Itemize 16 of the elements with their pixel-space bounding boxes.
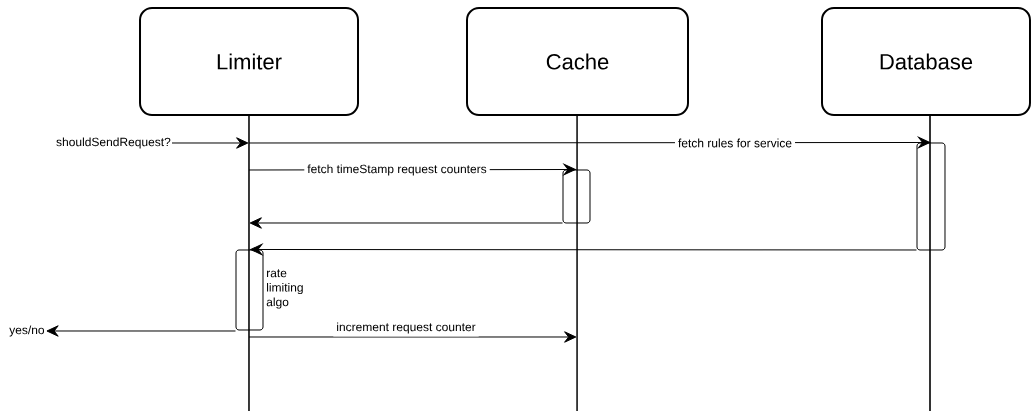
edge-label: fetch timeStamp request counters [304,161,490,179]
activation-bar [916,142,946,251]
message-text: shouldSendRequest? [56,137,171,149]
edge-label: fetch rules for service [675,135,795,151]
message-arrow [171,137,249,149]
edge-label: increment request counter [333,319,479,337]
participant-box: Limiter [139,7,359,116]
message-arrow [250,243,917,256]
note-text: rate limiting algo [266,269,303,309]
activation-bar [235,249,264,331]
participant-box: Database [821,7,1031,116]
message-arrow [248,331,577,343]
message-arrow [46,325,236,337]
message-arrow [249,217,563,229]
participant-box: Cache [466,7,689,116]
message-text: yes/no [9,325,45,337]
